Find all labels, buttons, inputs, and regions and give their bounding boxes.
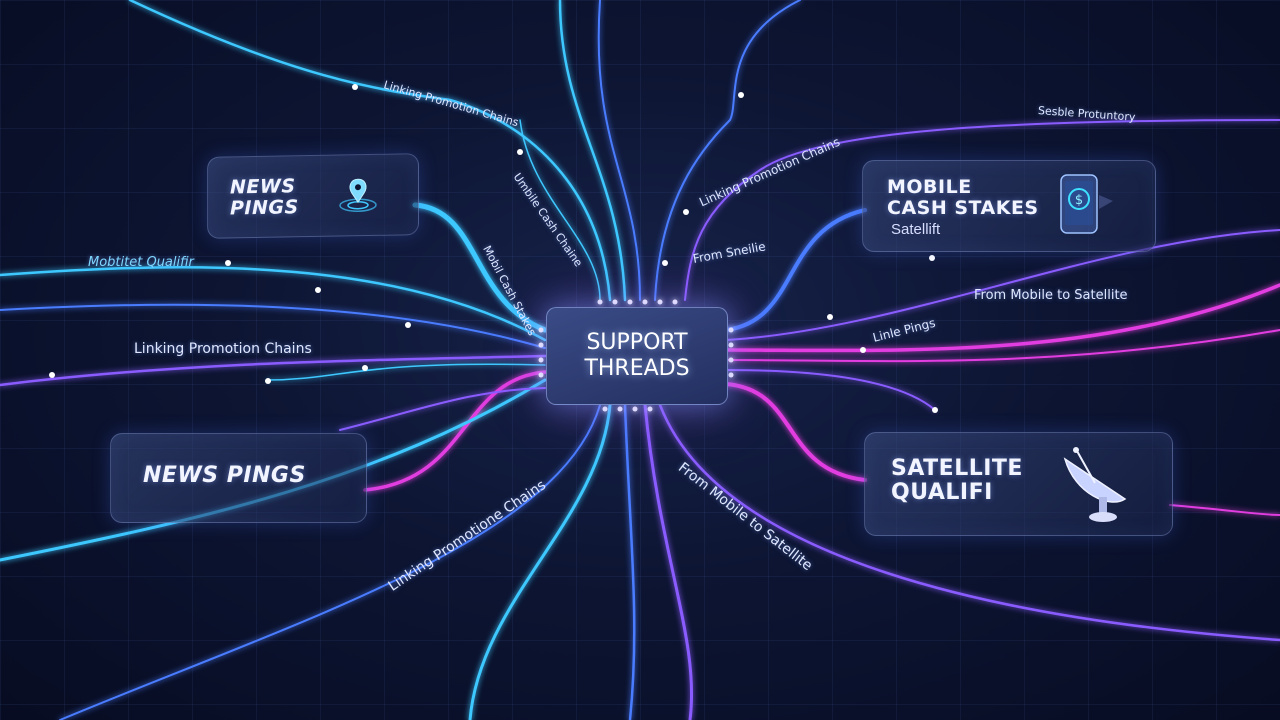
wire bbox=[468, 403, 612, 720]
node-dot bbox=[662, 260, 668, 266]
card-news-pings-top[interactable]: NEWS PINGS bbox=[207, 153, 419, 239]
node-dot bbox=[517, 149, 523, 155]
wire bbox=[684, 119, 1280, 301]
hub-pin bbox=[647, 406, 653, 412]
wire bbox=[724, 382, 867, 482]
wire bbox=[1169, 504, 1280, 516]
wire bbox=[658, 403, 1280, 642]
hub-pin bbox=[728, 342, 734, 348]
node-dot bbox=[49, 372, 55, 378]
hub-title: SUPPORT THREADS bbox=[584, 329, 690, 381]
hub-pin bbox=[538, 372, 544, 378]
card-subtitle: Satellift bbox=[891, 221, 941, 238]
node-dot bbox=[405, 322, 411, 328]
wire bbox=[643, 403, 694, 720]
hub-pin bbox=[657, 299, 663, 305]
card-satellite-qualifi[interactable]: SATELLITE QUALIFI bbox=[864, 432, 1173, 536]
wire bbox=[412, 202, 548, 333]
hub-pin bbox=[538, 327, 544, 333]
wire bbox=[654, 0, 801, 301]
node-dot bbox=[683, 209, 689, 215]
label-qualifir: Mobtitet Qualifir bbox=[88, 255, 194, 270]
card-title: SATELLITE QUALIFI bbox=[891, 456, 1023, 506]
wire bbox=[725, 329, 1280, 363]
card-title: NEWS PINGS bbox=[230, 175, 299, 220]
wire bbox=[724, 208, 867, 332]
node-dot bbox=[352, 84, 358, 90]
hub-support-threads[interactable]: SUPPORT THREADS bbox=[546, 307, 728, 405]
node-dot bbox=[932, 407, 938, 413]
wire bbox=[128, 0, 612, 302]
hub-pin bbox=[672, 299, 678, 305]
wire bbox=[339, 387, 546, 431]
hub-pin bbox=[728, 327, 734, 333]
wire bbox=[0, 303, 546, 349]
node-dot bbox=[827, 314, 833, 320]
card-news-pings-bottom[interactable]: NEWS PINGS bbox=[110, 433, 367, 523]
hub-pin bbox=[617, 406, 623, 412]
svg-text:$: $ bbox=[1075, 193, 1083, 208]
card-mobile-cash-stakes[interactable]: MOBILE CASH STAKES Satellift $ bbox=[862, 160, 1156, 252]
hub-pin bbox=[597, 299, 603, 305]
wire bbox=[597, 0, 641, 301]
wire bbox=[724, 283, 1280, 353]
node-dot bbox=[362, 365, 368, 371]
node-dot bbox=[860, 347, 866, 353]
location-pin-icon bbox=[339, 178, 377, 212]
hub-pin bbox=[632, 406, 638, 412]
node-dot bbox=[929, 255, 935, 261]
wire bbox=[0, 266, 547, 342]
wire bbox=[59, 404, 601, 720]
wire bbox=[0, 354, 547, 387]
label-from-mobile-right: From Mobile to Satellite bbox=[974, 288, 1128, 303]
hub-pin bbox=[642, 299, 648, 305]
hub-pin bbox=[538, 357, 544, 363]
wire bbox=[725, 369, 936, 411]
wire bbox=[363, 370, 547, 492]
node-dot bbox=[738, 92, 744, 98]
hub-pin bbox=[602, 406, 608, 412]
wire bbox=[623, 403, 636, 720]
label-promo-left: Linking Promotion Chains bbox=[134, 341, 312, 357]
hub-pin bbox=[728, 372, 734, 378]
hub-pin bbox=[627, 299, 633, 305]
node-dot bbox=[265, 378, 271, 384]
hub-pin bbox=[538, 342, 544, 348]
phone-dollar-icon: $ bbox=[1060, 174, 1113, 234]
wire bbox=[267, 363, 546, 381]
card-title: MOBILE CASH STAKES bbox=[887, 176, 1039, 219]
wire bbox=[558, 0, 627, 302]
wire bbox=[519, 119, 601, 301]
card-title: NEWS PINGS bbox=[143, 463, 306, 488]
node-dot bbox=[225, 260, 231, 266]
hub-pin bbox=[612, 299, 618, 305]
node-dot bbox=[315, 287, 321, 293]
wire bbox=[725, 229, 1280, 341]
hub-pin bbox=[728, 357, 734, 363]
satellite-dish-icon bbox=[1063, 447, 1127, 522]
